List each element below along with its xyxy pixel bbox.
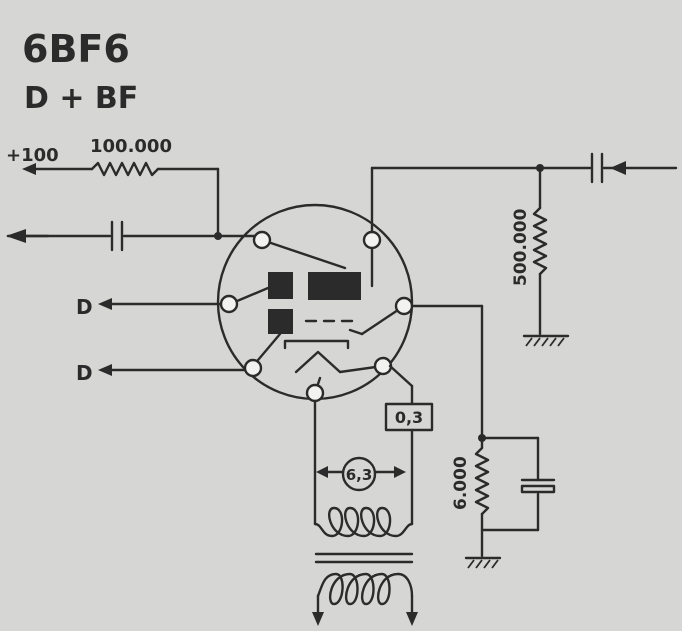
grid-resistor-label: 500.000 — [511, 208, 531, 286]
plate-resistor — [90, 161, 160, 177]
grid-resistor — [532, 206, 548, 276]
plate-resistor-label: 100.000 — [90, 136, 172, 157]
diode-output-1-label: D — [76, 295, 93, 319]
input-arrow — [610, 161, 626, 175]
heater-current-box — [384, 402, 434, 432]
transformer-primary — [316, 572, 414, 606]
diode-output-lines — [98, 298, 247, 376]
heater-current-label: 0,3 — [395, 408, 423, 427]
heater-circuit — [312, 364, 434, 626]
pin-plate — [252, 230, 272, 250]
pin-heater-a — [373, 356, 393, 376]
supply-voltage-label: +100 — [6, 145, 59, 166]
pin-cathode — [394, 296, 414, 316]
cathode — [283, 339, 350, 350]
supply-line — [22, 161, 220, 238]
pin-diode-2 — [243, 358, 263, 378]
transformer-secondary — [313, 506, 414, 538]
tube-type-title: 6BF6 — [22, 27, 130, 71]
pin-grid — [362, 230, 382, 250]
heater-filament — [294, 350, 342, 374]
audio-output-line — [6, 220, 264, 252]
junction-dot — [214, 232, 222, 240]
diode-plate-1 — [268, 272, 293, 299]
diode-plate-2 — [268, 309, 293, 334]
tube-function-subtitle: D + BF — [24, 81, 138, 116]
heater-voltage-label: 6,3 — [346, 466, 373, 484]
triode-plate — [308, 272, 361, 300]
ground-symbol-cathode — [464, 556, 502, 569]
cathode-resistor — [474, 446, 490, 516]
cathode-circuit — [410, 304, 556, 569]
diode-output-2-label: D — [76, 361, 93, 385]
pin-heater-b — [305, 383, 325, 403]
cathode-resistor-label: 6.000 — [451, 456, 471, 510]
grid-input-circuit — [370, 152, 678, 347]
ground-symbol-grid — [522, 334, 570, 347]
pin-diode-1 — [219, 294, 239, 314]
heater-voltage-circle — [341, 456, 377, 492]
